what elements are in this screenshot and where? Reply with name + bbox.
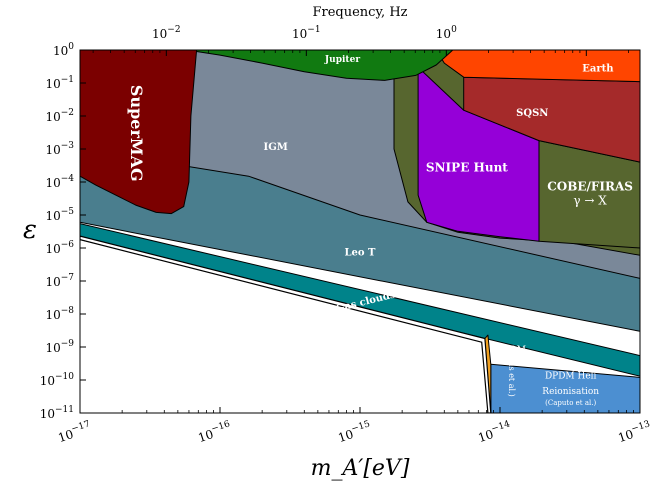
- y-tick-label: 10−3: [45, 141, 74, 157]
- label-dpdm-heli-note: (Caputo et al.): [545, 399, 596, 407]
- region-jupiter: [186, 50, 454, 81]
- x-tick-label: 10−15: [336, 419, 374, 445]
- x-tick-label: 10−16: [196, 419, 234, 445]
- y-tick-label: 10−11: [40, 405, 74, 421]
- label-igm-name: IGM: [264, 142, 288, 153]
- y-axis: 100 10−1 10−2 10−3 10−4 10−5 10−6 10−7 10−8 10−9 1…: [40, 42, 86, 421]
- x-axis: 10−17 10−16 10−15 10−14 10−13: [56, 407, 654, 445]
- label-dpdm-name: DPDM: [496, 346, 526, 356]
- top-tick-label: 10−1: [292, 25, 321, 41]
- label-jupiter-name: Jupiter: [324, 55, 360, 65]
- top-frequency-axis: 10−2 10−1 100: [92, 25, 629, 56]
- exclusion-regions: [80, 50, 640, 413]
- x-tick-label: 10−13: [616, 419, 654, 445]
- y-tick-label: 10−4: [45, 174, 74, 190]
- label-dpdm-note: (Arias et al.): [507, 347, 516, 397]
- label-earth-name: Earth: [582, 63, 614, 74]
- label-cobe-firas-sublabel: γ → X: [573, 193, 607, 207]
- label-dpdm-heli-sublabel: Reionisation: [542, 387, 599, 397]
- y-tick-label: 10−10: [40, 372, 75, 388]
- region-gas-clouds: [80, 223, 640, 377]
- y-tick-label: 10−8: [45, 306, 74, 322]
- x-tick-label: 10−17: [56, 419, 94, 445]
- label-leo-t-name: Leo T: [345, 248, 377, 259]
- y-tick-label: 10−9: [45, 339, 74, 355]
- y-axis-title: ε: [23, 215, 37, 245]
- region-gap-band: [80, 235, 492, 413]
- label-dpdm-heli-name: DPDM Heli: [545, 372, 597, 382]
- y-tick-label: 10−2: [45, 108, 74, 124]
- x-tick-label: 10−14: [476, 419, 514, 445]
- label-sqsn-name: SQSN: [516, 108, 548, 119]
- top-tick-label: 10−2: [152, 25, 181, 41]
- label-snipe-hunt-name: SNIPE Hunt: [426, 160, 508, 174]
- label-cobe-firas-name: COBE/FIRAS: [547, 180, 633, 194]
- y-tick-label: 10−6: [45, 240, 74, 256]
- y-tick-label: 10−1: [45, 75, 74, 91]
- y-tick-label: 100: [53, 42, 74, 58]
- region-supermag: [80, 50, 198, 215]
- x-axis-title: m_A′[eV]: [311, 456, 410, 481]
- y-tick-label: 10−5: [45, 207, 74, 223]
- y-tick-label: 10−7: [45, 273, 74, 289]
- region-earth: [435, 50, 640, 83]
- top-tick-label: 100: [436, 25, 457, 41]
- label-supermag-name: SuperMAG: [127, 85, 146, 182]
- top-axis-title: Frequency, Hz: [312, 5, 407, 20]
